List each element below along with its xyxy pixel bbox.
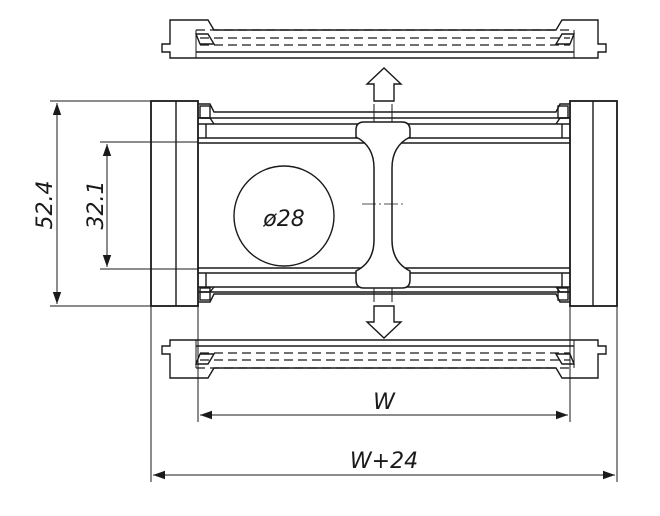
- dim-inner-width-label: W: [373, 390, 396, 415]
- dimension-inner-height: 32.1: [84, 141, 198, 270]
- dim-total-width-label: W+24: [350, 449, 418, 474]
- cable-circle: [233, 165, 335, 267]
- dim-inner-height-label: 32.1: [84, 181, 109, 230]
- dimension-inner-width: W: [197, 306, 571, 422]
- dimension-total-width: W+24: [150, 306, 618, 482]
- dim-hole-diameter-label: ø28: [262, 207, 304, 232]
- dimension-outer-height: 52.4: [33, 100, 151, 307]
- up-arrow-icon: [365, 67, 403, 102]
- main-frame: [150, 100, 618, 307]
- bottom-crossbar: [161, 339, 607, 379]
- down-arrow-icon: [365, 305, 403, 339]
- top-crossbar: [161, 19, 607, 59]
- dim-outer-height-label: 52.4: [33, 181, 58, 230]
